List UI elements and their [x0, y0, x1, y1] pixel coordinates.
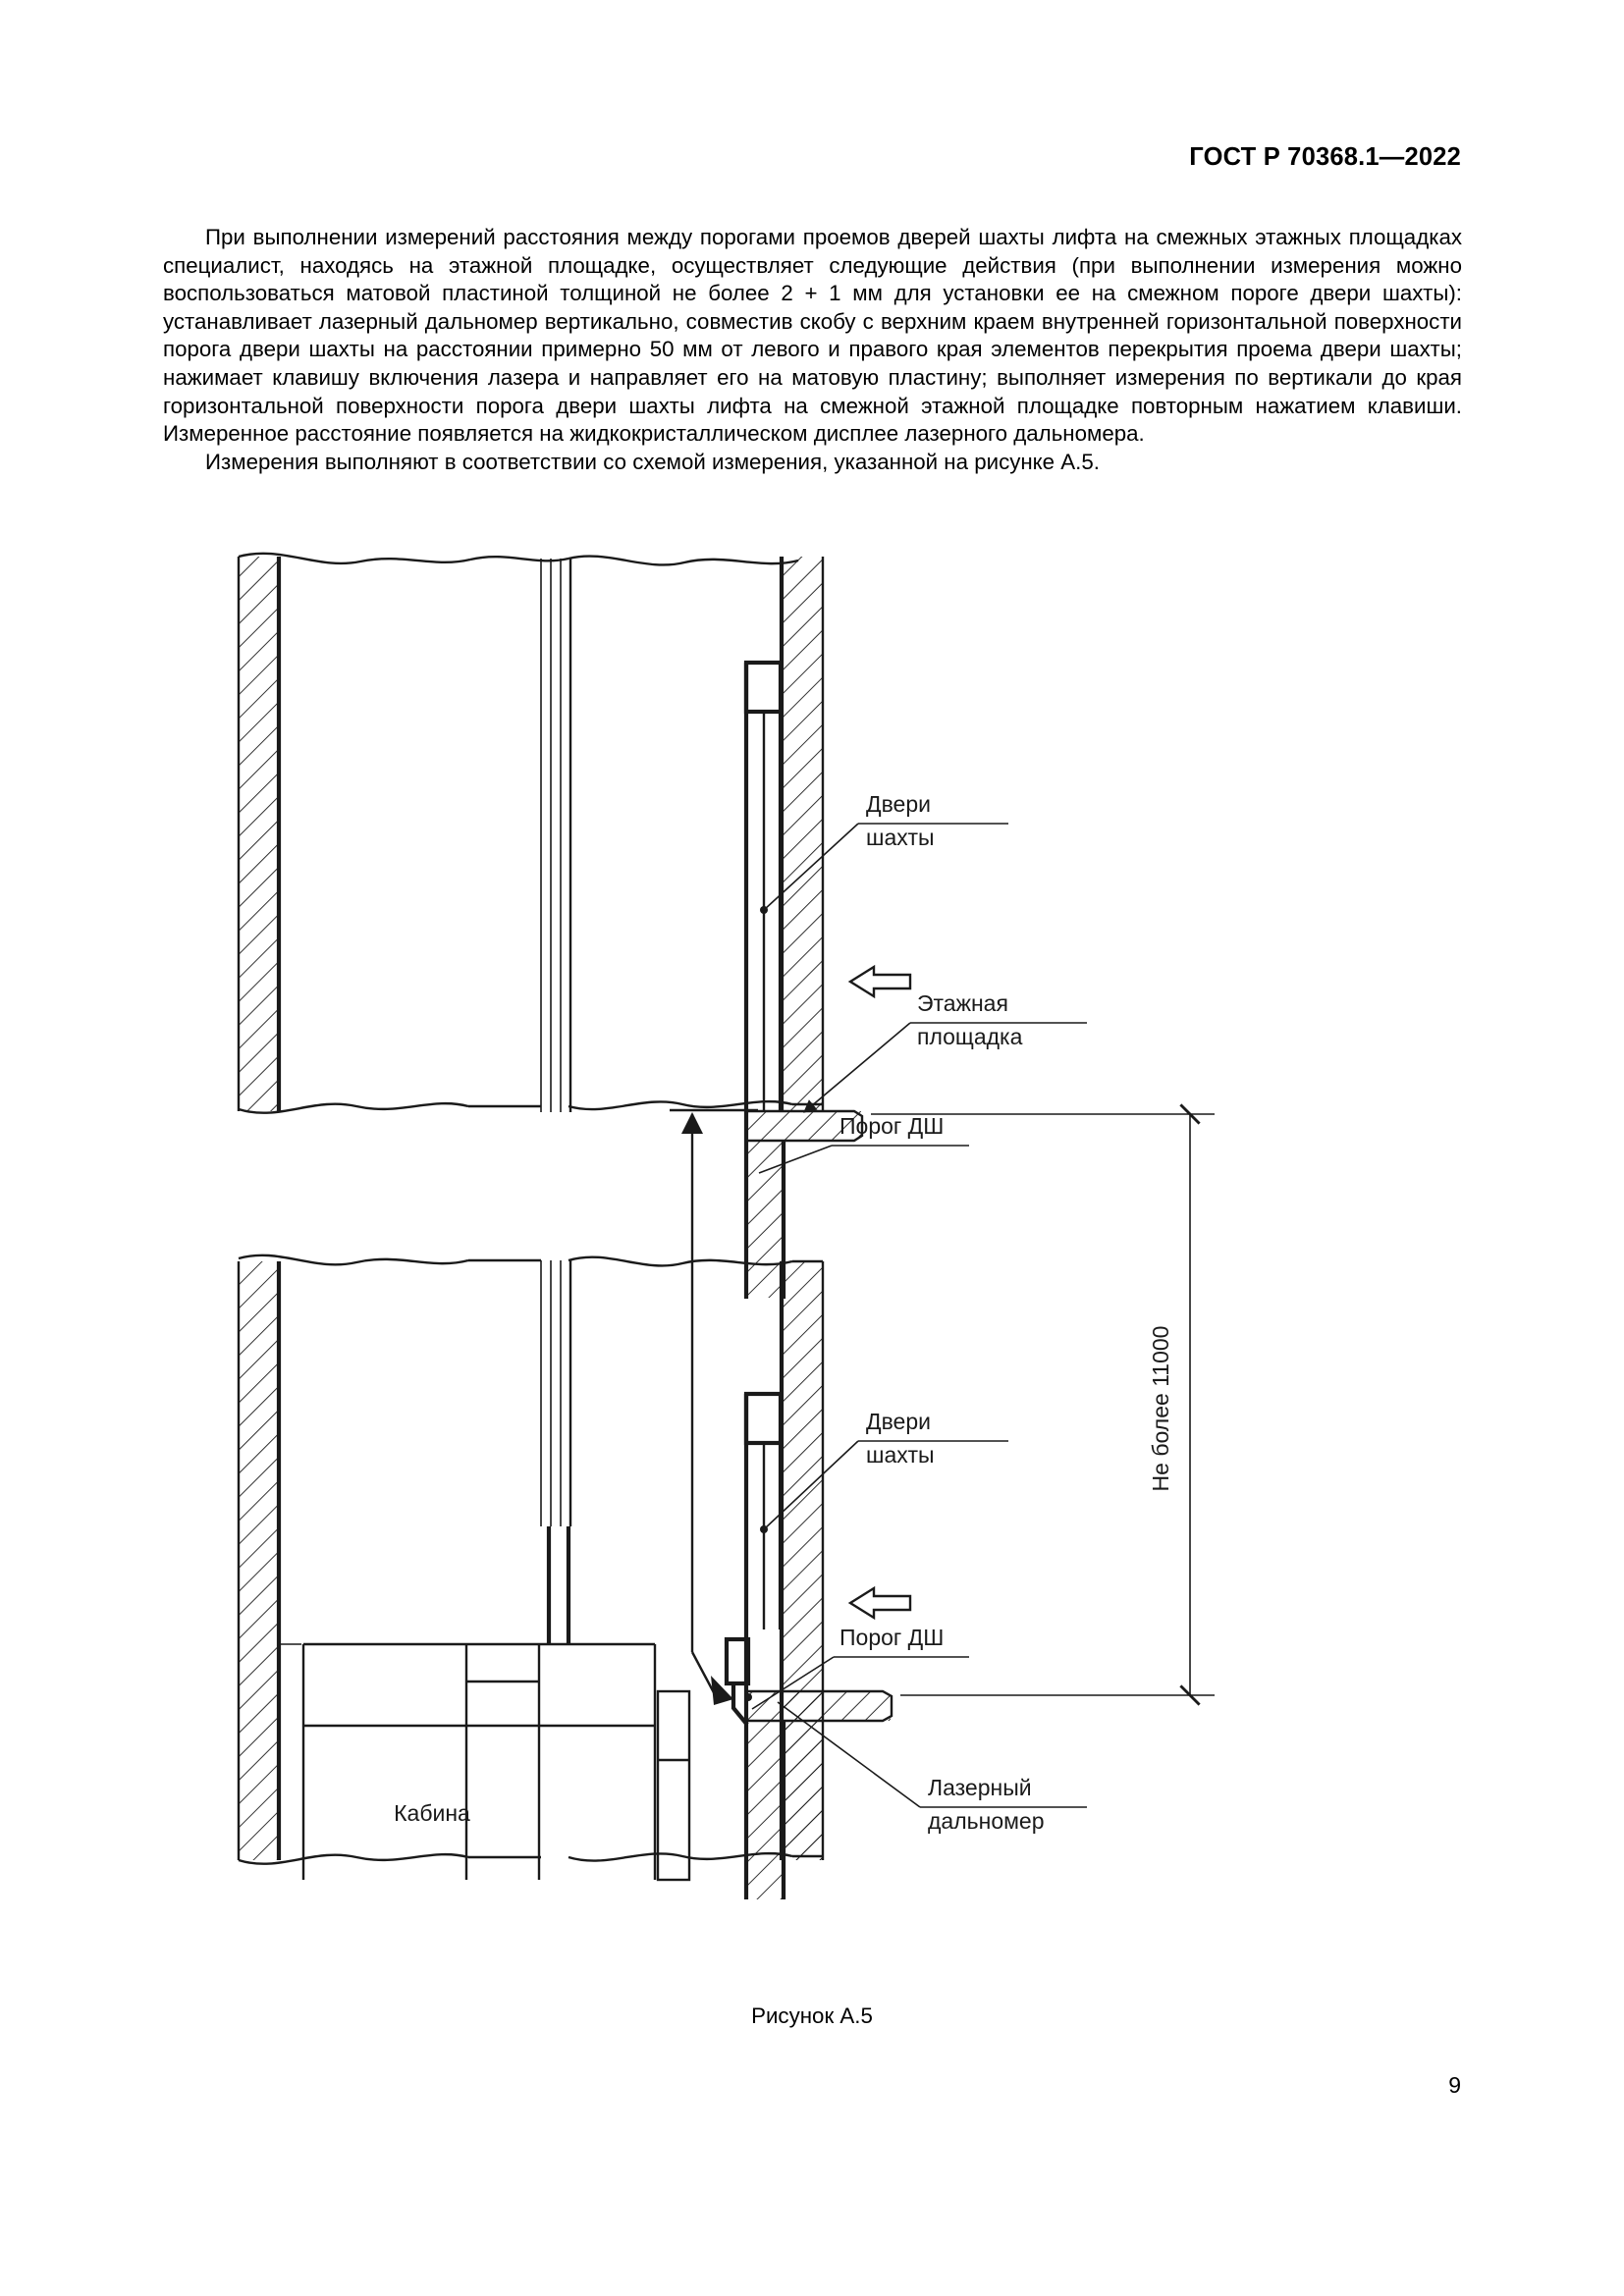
- break-line-top-left: [238, 552, 471, 565]
- label-rangefinder-line1: Лазерный: [928, 1775, 1032, 1800]
- label-landing-line2: площадка: [917, 1024, 1023, 1049]
- lower-shaft-segment: Двери шахты Порог ДШ: [237, 1254, 1087, 1899]
- break-line-bottom-left: [238, 1852, 469, 1865]
- paragraph-1: При выполнении измерений расстояния межд…: [163, 225, 1462, 447]
- label-landing-upper: Этажная площадка: [803, 990, 1087, 1113]
- label-sill-lower-text: Порог ДШ: [839, 1625, 944, 1650]
- landing-slab-upper: Этажная площадка Порог ДШ: [238, 990, 1087, 1299]
- break-line-top-right: [568, 555, 799, 566]
- break-line-lower-top-left: [238, 1254, 469, 1266]
- shaft-doors-upper: [743, 660, 784, 1111]
- measurement-origin-upper: [670, 1108, 758, 1173]
- standard-header: ГОСТ Р 70368.1—2022: [1189, 143, 1461, 171]
- label-shaft-doors-upper: Двери шахты: [760, 791, 1008, 914]
- label-landing-line1: Этажная: [917, 990, 1008, 1016]
- left-wall-upper: [237, 557, 282, 1111]
- lift-shaft-measurement-diagram: Двери шахты: [237, 552, 1215, 1899]
- label-laser-rangefinder: Лазерный дальномер: [777, 1701, 1087, 1834]
- upper-shaft-segment: Двери шахты: [237, 552, 1008, 1112]
- break-line-upper-bottom-left: [238, 1101, 469, 1114]
- hoist-ropes-upper: [540, 559, 572, 1112]
- body-text-block: При выполнении измерений расстояния межд…: [163, 224, 1462, 476]
- laser-rangefinder-device: [690, 1636, 752, 1727]
- label-doors-lower-line2: шахты: [866, 1442, 935, 1468]
- door-direction-arrow-upper: [847, 964, 912, 999]
- label-doors-upper-line1: Двери: [866, 791, 931, 817]
- figure-a5: Двери шахты: [0, 545, 1624, 1988]
- label-doors-lower-line1: Двери: [866, 1409, 931, 1434]
- break-line-bottom-right: [568, 1851, 793, 1862]
- label-cabin-text: Кабина: [394, 1800, 470, 1826]
- left-wall-lower: [237, 1261, 282, 1860]
- paragraph-2: Измерения выполняют в соответствии со сх…: [205, 449, 1100, 474]
- label-sill-upper-text: Порог ДШ: [839, 1113, 944, 1139]
- overall-dimension: Не более 11000: [871, 1103, 1215, 1706]
- right-wall-upper: [779, 557, 825, 1111]
- break-line-lower-top-right: [568, 1255, 793, 1267]
- label-rangefinder-line2: дальномер: [928, 1808, 1045, 1834]
- label-shaft-doors-lower: Двери шахты: [760, 1409, 1008, 1533]
- hoist-ropes-lower: [540, 1260, 572, 1644]
- door-direction-arrow-lower: [847, 1585, 912, 1621]
- figure-caption: Рисунок А.5: [751, 2003, 873, 2028]
- label-doors-upper-line2: шахты: [866, 825, 935, 850]
- break-line-top-mid: [469, 556, 569, 562]
- page-number: 9: [1448, 2072, 1461, 2098]
- shaft-doors-lower: [743, 1391, 784, 1629]
- label-sill-upper: Порог ДШ: [758, 1113, 969, 1174]
- label-dimension-text: Не более 11000: [1148, 1326, 1173, 1492]
- break-line-upper-bottom-right: [568, 1099, 793, 1111]
- lift-cabin: Кабина: [279, 1642, 691, 1882]
